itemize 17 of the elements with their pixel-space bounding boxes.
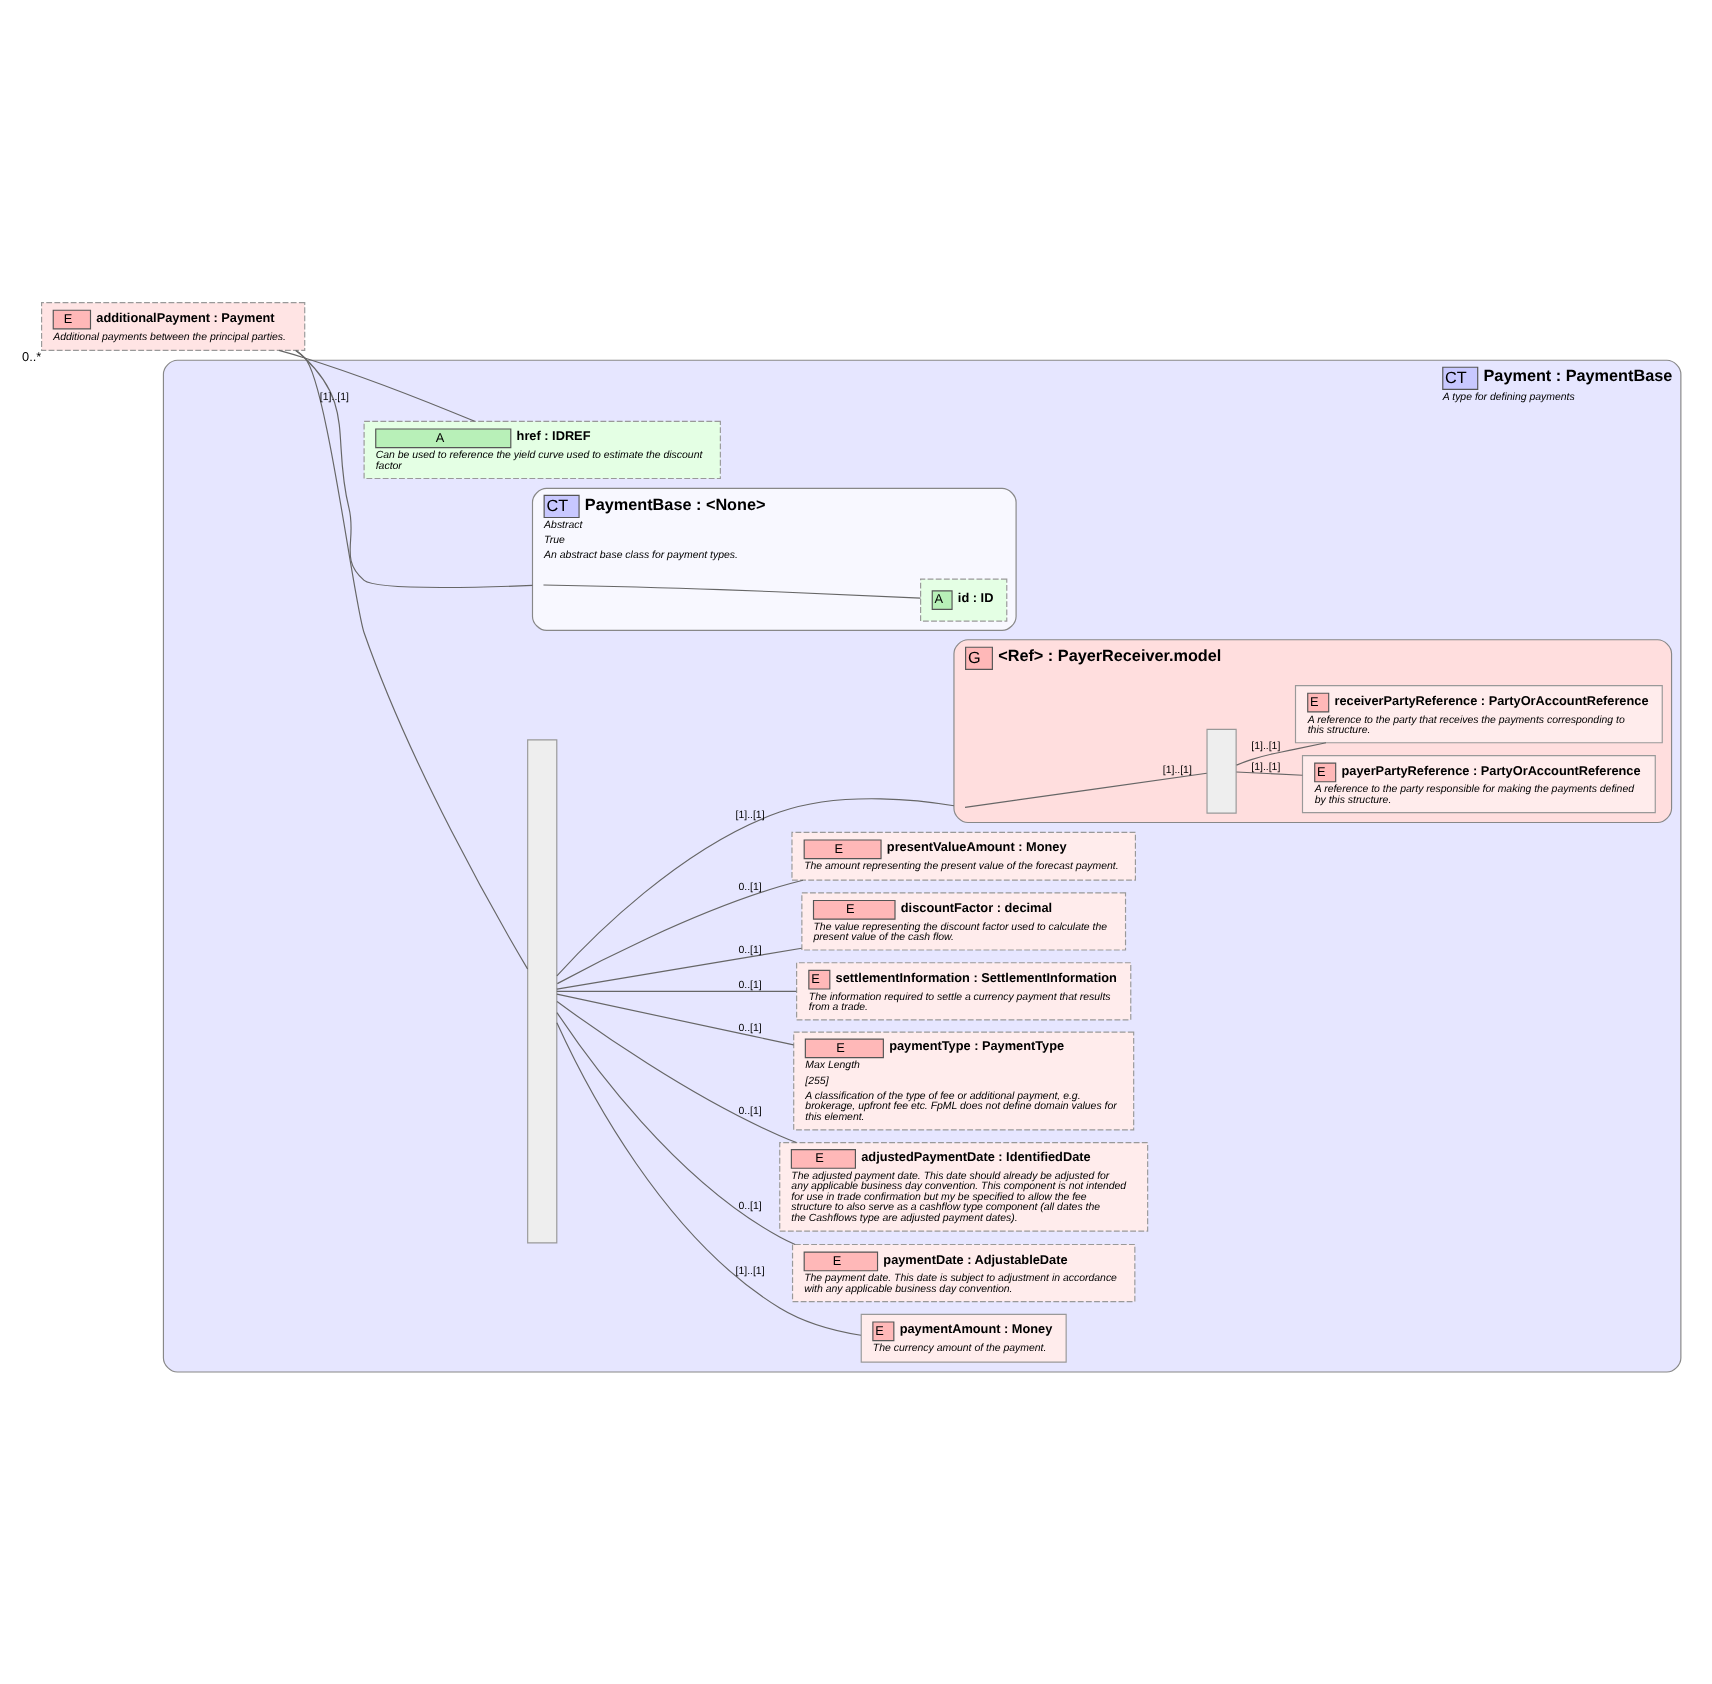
connector: [556, 1011, 796, 1246]
connector: [295, 349, 534, 589]
connector: [556, 879, 804, 985]
connector: [964, 772, 1208, 808]
connector: [556, 947, 803, 990]
connector: [556, 1000, 797, 1144]
connector: [295, 350, 529, 970]
connector: [556, 993, 795, 1046]
connector: [278, 349, 476, 422]
connector: [556, 1022, 862, 1336]
connector: [542, 584, 922, 599]
connector: [1235, 771, 1303, 776]
connector: [1235, 742, 1327, 766]
node-box: [527, 739, 558, 1244]
node-box: [1206, 728, 1237, 814]
connector: [556, 798, 955, 977]
connector: [556, 990, 797, 992]
